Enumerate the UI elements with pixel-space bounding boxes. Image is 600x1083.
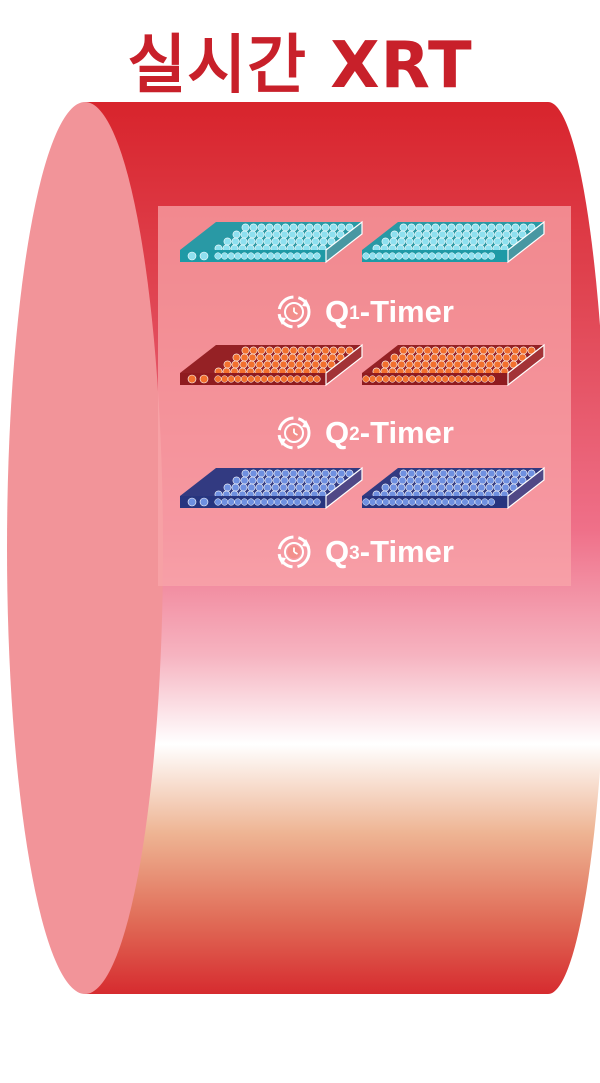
q1-tray-right <box>362 220 545 264</box>
q3-subscript: 3 <box>349 543 360 564</box>
q2-prefix: Q <box>325 415 350 450</box>
clock-cycle-icon <box>275 414 313 452</box>
q3-prefix: Q <box>325 534 350 569</box>
q3-trays <box>180 466 545 510</box>
q2-subscript: 2 <box>349 424 360 445</box>
cylinder-end-face <box>7 102 163 994</box>
q2-suffix: -Timer <box>359 415 454 450</box>
q1-suffix: -Timer <box>359 294 454 329</box>
q2-tray-left <box>180 343 363 387</box>
q2-trays <box>180 343 545 387</box>
q1-trays <box>180 220 545 264</box>
q3-suffix: -Timer <box>359 534 454 569</box>
clock-cycle-icon <box>275 533 313 571</box>
q2-tray-right <box>362 343 545 387</box>
q1-prefix: Q <box>325 294 350 329</box>
q3-tray-left <box>180 466 363 510</box>
q3-tray-right <box>362 466 545 510</box>
clock-cycle-icon <box>275 293 313 331</box>
q1-tray-left <box>180 220 363 264</box>
q1-subscript: 1 <box>349 303 360 324</box>
page-title: 실시간 XRT <box>127 29 473 103</box>
